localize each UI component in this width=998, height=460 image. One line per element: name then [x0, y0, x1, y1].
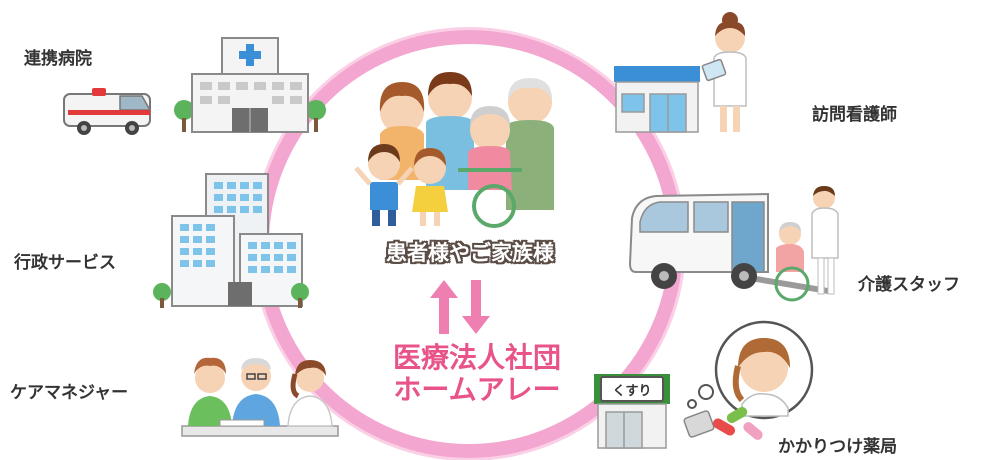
label-hospital: 連携病院 [24, 49, 92, 69]
center-caption: 患者様やご家族様 [386, 241, 554, 265]
office-building-icon [153, 173, 309, 308]
home-visit-station-icon [614, 66, 700, 133]
label-care-manager: ケアマネジャー [10, 383, 129, 403]
pharmacy-sign: くすり [600, 376, 664, 402]
label-care-staff: 介護スタッフ [858, 275, 960, 295]
label-government: 行政サービス [14, 253, 116, 273]
care-van-icon [628, 186, 839, 302]
hospital-building-icon [174, 37, 326, 133]
ambulance-icon [63, 88, 152, 135]
organization-line1: 医療法人社団 [392, 341, 561, 374]
label-nurse: 訪問看護師 [812, 105, 897, 125]
thought-bubble-pharmacist-icon [683, 320, 814, 440]
care-manager-meeting-icon [181, 357, 339, 437]
visiting-nurse-icon [701, 12, 747, 132]
organization-name: 医療法人社団 ホームアレー [362, 342, 592, 406]
organization-line2: ホームアレー [393, 373, 561, 406]
label-pharmacy: かかりつけ薬局 [778, 437, 898, 457]
family-group-icon [354, 72, 554, 228]
bidirectional-arrow-icon [430, 280, 490, 334]
